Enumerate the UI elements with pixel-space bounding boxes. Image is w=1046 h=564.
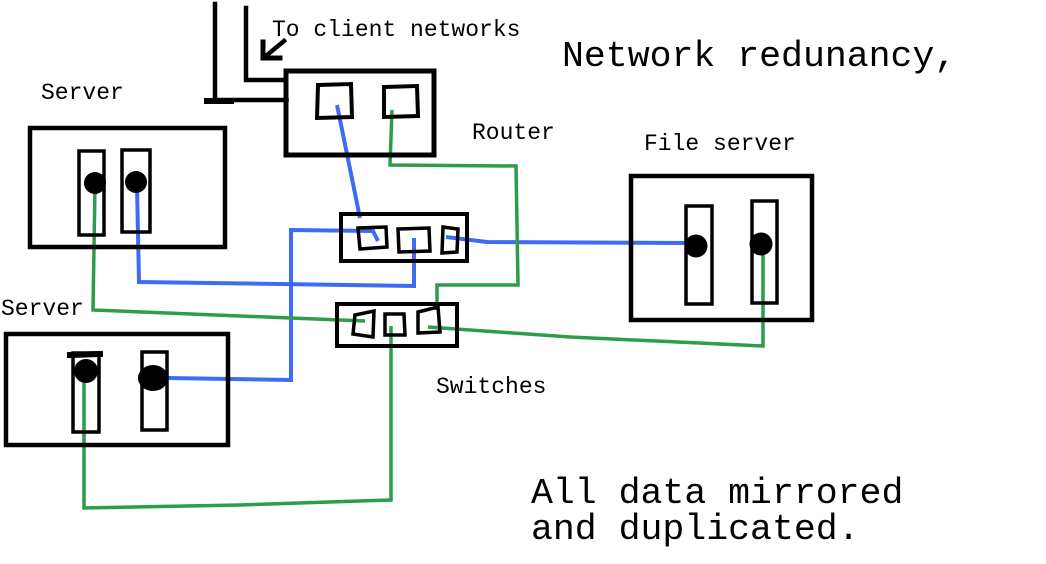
file-server-box: [628, 173, 815, 323]
file-server-drive-2: [750, 199, 779, 305]
server-2-label: Server: [1, 296, 84, 322]
server-2-drive-1-scribble: [66, 350, 104, 359]
file-server-label: File server: [644, 131, 796, 157]
file-server-drive-1: [684, 204, 714, 306]
link-router-to-switch1: [335, 104, 362, 219]
router-port-2: [382, 83, 421, 120]
file-server-node: [628, 173, 815, 323]
switch-2-box: [335, 302, 459, 348]
client-networks-arrow-icon: [260, 37, 288, 61]
switch-1-node: [339, 212, 469, 263]
client-networks-label: To client networks: [272, 17, 520, 43]
link-switch2-to-fileserver: [427, 253, 765, 348]
switches-label: Switches: [436, 374, 546, 400]
switch-1-box: [339, 212, 469, 263]
router-label: Router: [472, 120, 555, 146]
link-server1-to-switch1: [135, 185, 416, 289]
switch-1-port-3: [440, 225, 460, 255]
arrow-shaft: [263, 37, 288, 59]
server-1-drive-2-led: [125, 171, 147, 193]
switch-2-port-2: [383, 312, 407, 337]
server-1-drive-2: [120, 148, 152, 234]
caption-line-2: and duplicated.: [531, 509, 860, 550]
router-box: [283, 68, 437, 158]
server-2-node: [3, 331, 231, 448]
link-switch1-to-server2: [166, 227, 380, 383]
file-server-drive-1-led: [684, 234, 708, 258]
link-switch1-to-fileserver: [445, 235, 688, 245]
switch-2-port-3: [416, 304, 442, 335]
router-node: [283, 68, 437, 158]
page-title: Network redunancy,: [562, 36, 956, 77]
caption-line-1: All data mirrored: [531, 473, 903, 514]
switch-2-node: [335, 302, 459, 348]
server-2-drive-2-led: [138, 365, 168, 391]
arrow-head: [260, 39, 283, 61]
server-2-drive-1-led: [74, 359, 98, 383]
switch-1-port-2: [396, 226, 432, 254]
server-1-label: Server: [41, 80, 124, 106]
server-1-box: [27, 125, 228, 250]
client-line-inner: [243, 5, 288, 83]
server-2-drive-2: [140, 350, 169, 432]
switch-1-port-1: [356, 225, 389, 251]
switch-2-port-1: [351, 308, 376, 340]
link-server1-to-switch2: [91, 185, 366, 323]
link-switch2-to-server2: [82, 326, 393, 510]
router-port-1: [314, 81, 355, 121]
server-1-drive-1-led: [84, 172, 106, 194]
server-1-node: [27, 125, 228, 250]
file-server-drive-2-led: [749, 232, 773, 256]
server-1-drive-1: [77, 149, 106, 237]
server-2-box: [3, 331, 231, 448]
